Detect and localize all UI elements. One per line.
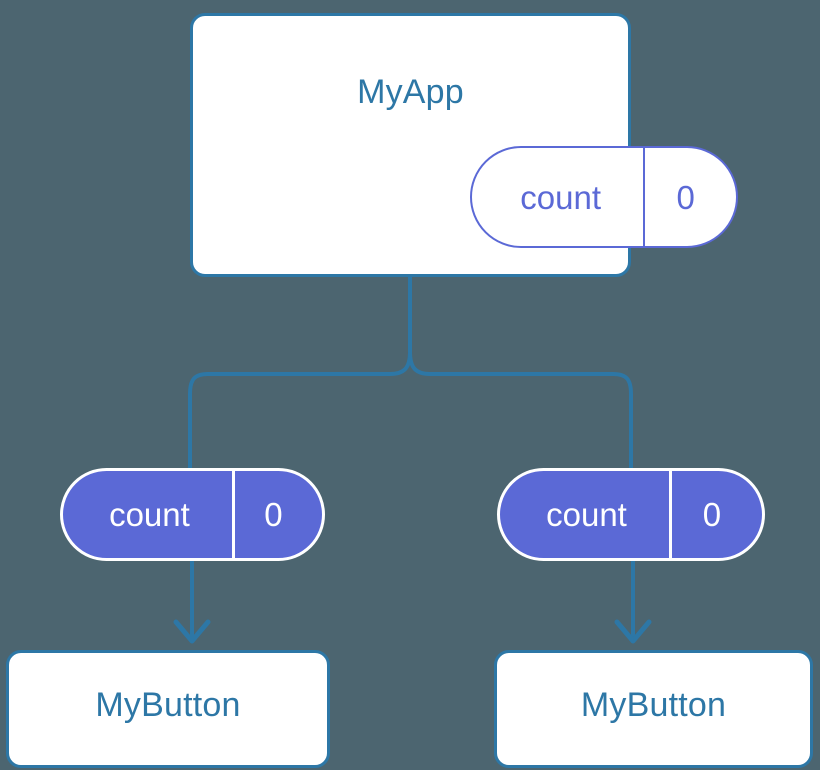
component-label-mybutton-right: MyButton bbox=[580, 686, 727, 724]
connector-arrow-left-head bbox=[173, 619, 211, 644]
connector-branch-right bbox=[408, 351, 633, 468]
state-pill-myapp[interactable]: count 0 bbox=[470, 146, 738, 248]
component-node-mybutton-right[interactable]: MyButton bbox=[494, 650, 813, 768]
component-node-myapp[interactable]: MyApp count 0 bbox=[190, 13, 738, 277]
state-pill-key: count bbox=[472, 148, 646, 246]
component-node-mybutton-left[interactable]: MyButton bbox=[6, 650, 330, 768]
connector-arrow-right-head bbox=[614, 619, 652, 644]
props-pill-key: count bbox=[63, 471, 235, 558]
props-pill-right[interactable]: count 0 bbox=[497, 468, 765, 561]
props-pill-key: count bbox=[500, 471, 672, 558]
props-pill-value: 0 bbox=[702, 496, 722, 533]
connector-branch-left bbox=[188, 351, 412, 468]
component-label-myapp: MyApp bbox=[357, 73, 464, 111]
props-pill-left[interactable]: count 0 bbox=[60, 468, 325, 561]
component-label-mybutton-left: MyButton bbox=[95, 686, 241, 724]
props-pill-value: 0 bbox=[264, 496, 283, 533]
state-pill-value: 0 bbox=[676, 178, 695, 216]
